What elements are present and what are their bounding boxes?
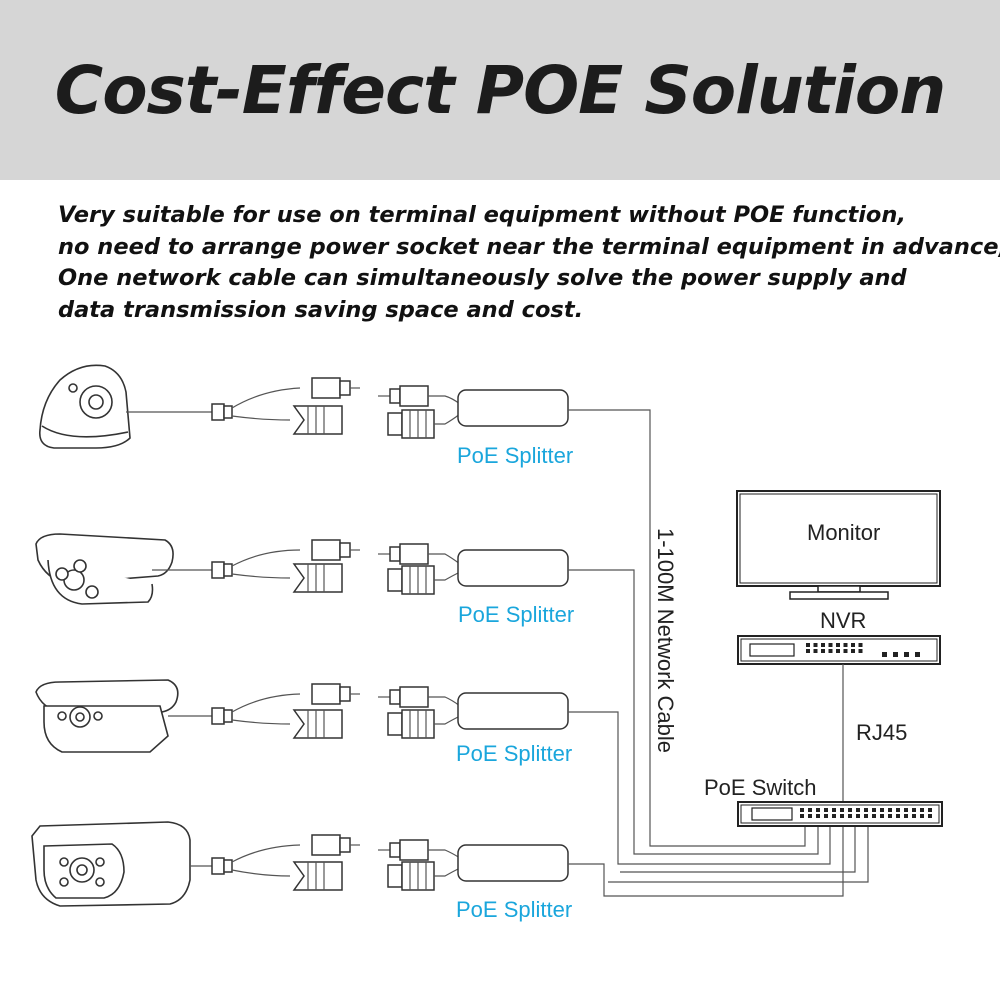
nvr-port — [806, 649, 810, 653]
switch-port — [824, 808, 828, 812]
housing-camera-icon — [31, 821, 191, 907]
nvr-port — [821, 643, 825, 647]
switch-port — [840, 814, 844, 818]
nvr-port — [836, 649, 840, 653]
switch-port — [832, 814, 836, 818]
nvr-port — [851, 643, 855, 647]
switch-port — [800, 814, 804, 818]
nvr-port — [821, 649, 825, 653]
switch-port — [896, 808, 900, 812]
nvr-port — [828, 643, 833, 647]
switch-port — [888, 814, 892, 818]
page-title: Cost-Effect POE Solution — [54, 52, 946, 129]
nvr-port — [851, 649, 855, 653]
poe-switch-label: PoE Switch — [704, 775, 817, 800]
switch-port — [920, 814, 924, 818]
nvr-port — [813, 649, 818, 653]
camera-row-4: PoE Splitter — [31, 821, 844, 922]
camera-row-3: PoE Splitter — [35, 679, 831, 865]
switch-port — [928, 808, 932, 812]
switch-port — [880, 808, 884, 812]
switch-port — [856, 808, 860, 812]
monitor-label: Monitor — [807, 520, 880, 545]
camera-row-2: PoE Splitter — [35, 533, 819, 855]
nvr-label: NVR — [820, 608, 866, 633]
switch-port — [912, 808, 916, 812]
nvr-port — [828, 649, 833, 653]
nvr-port — [836, 643, 840, 647]
switch-port — [808, 808, 812, 812]
switch-port — [824, 814, 828, 818]
switch-port — [880, 814, 884, 818]
switch-port — [832, 808, 836, 812]
nvr-button — [893, 652, 898, 657]
switch-port — [928, 814, 932, 818]
description-line-2: no need to arrange power socket near the… — [58, 233, 1000, 260]
rj45-label: RJ45 — [856, 720, 907, 745]
switch-port — [864, 814, 868, 818]
header-band — [0, 0, 1000, 180]
nvr-button — [904, 652, 909, 657]
switch-ports — [800, 808, 932, 818]
nvr-port — [843, 649, 848, 653]
switch-port — [888, 808, 892, 812]
box-camera-icon — [35, 679, 179, 753]
switch-port — [912, 814, 916, 818]
switch-port — [848, 814, 852, 818]
bullet-camera-icon — [35, 533, 174, 605]
description: Very suitable for use on terminal equipm… — [58, 200, 1000, 326]
switch-port — [848, 808, 852, 812]
camera-row-1: PoE Splitter — [38, 364, 806, 847]
splitter-label-4: PoE Splitter — [456, 897, 572, 922]
switch-port — [856, 814, 860, 818]
poe-network-diagram: PoE Splitter PoE Splitter — [31, 364, 943, 922]
nvr-ports — [806, 643, 920, 657]
dome-camera-icon — [38, 364, 131, 449]
switch-port — [816, 814, 820, 818]
description-line-3: One network cable can simultaneously sol… — [58, 265, 907, 291]
switch-port — [864, 808, 868, 812]
nvr-port — [858, 649, 863, 653]
nvr-port — [858, 643, 863, 647]
switch-port — [808, 814, 812, 818]
switch-port — [800, 808, 804, 812]
switch-port — [872, 808, 876, 812]
nvr-port — [813, 643, 818, 647]
nvr-button — [915, 652, 920, 657]
description-line-4: data transmission saving space and cost. — [58, 296, 584, 323]
switch-port — [872, 814, 876, 818]
nvr-button — [882, 652, 887, 657]
monitor-icon — [736, 490, 941, 600]
switch-port — [816, 808, 820, 812]
switch-port — [840, 808, 844, 812]
splitter-label-3: PoE Splitter — [456, 741, 572, 766]
nvr-port — [806, 643, 810, 647]
description-line-1: Very suitable for use on terminal equipm… — [58, 202, 906, 228]
splitter-label-2: PoE Splitter — [458, 602, 574, 627]
switch-port — [904, 814, 908, 818]
switch-port — [896, 814, 900, 818]
switch-port — [920, 808, 924, 812]
network-cable-label: 1-100M Network Cable — [653, 528, 678, 753]
splitter-label-1: PoE Splitter — [457, 443, 573, 468]
switch-port — [904, 808, 908, 812]
nvr-port — [843, 643, 848, 647]
